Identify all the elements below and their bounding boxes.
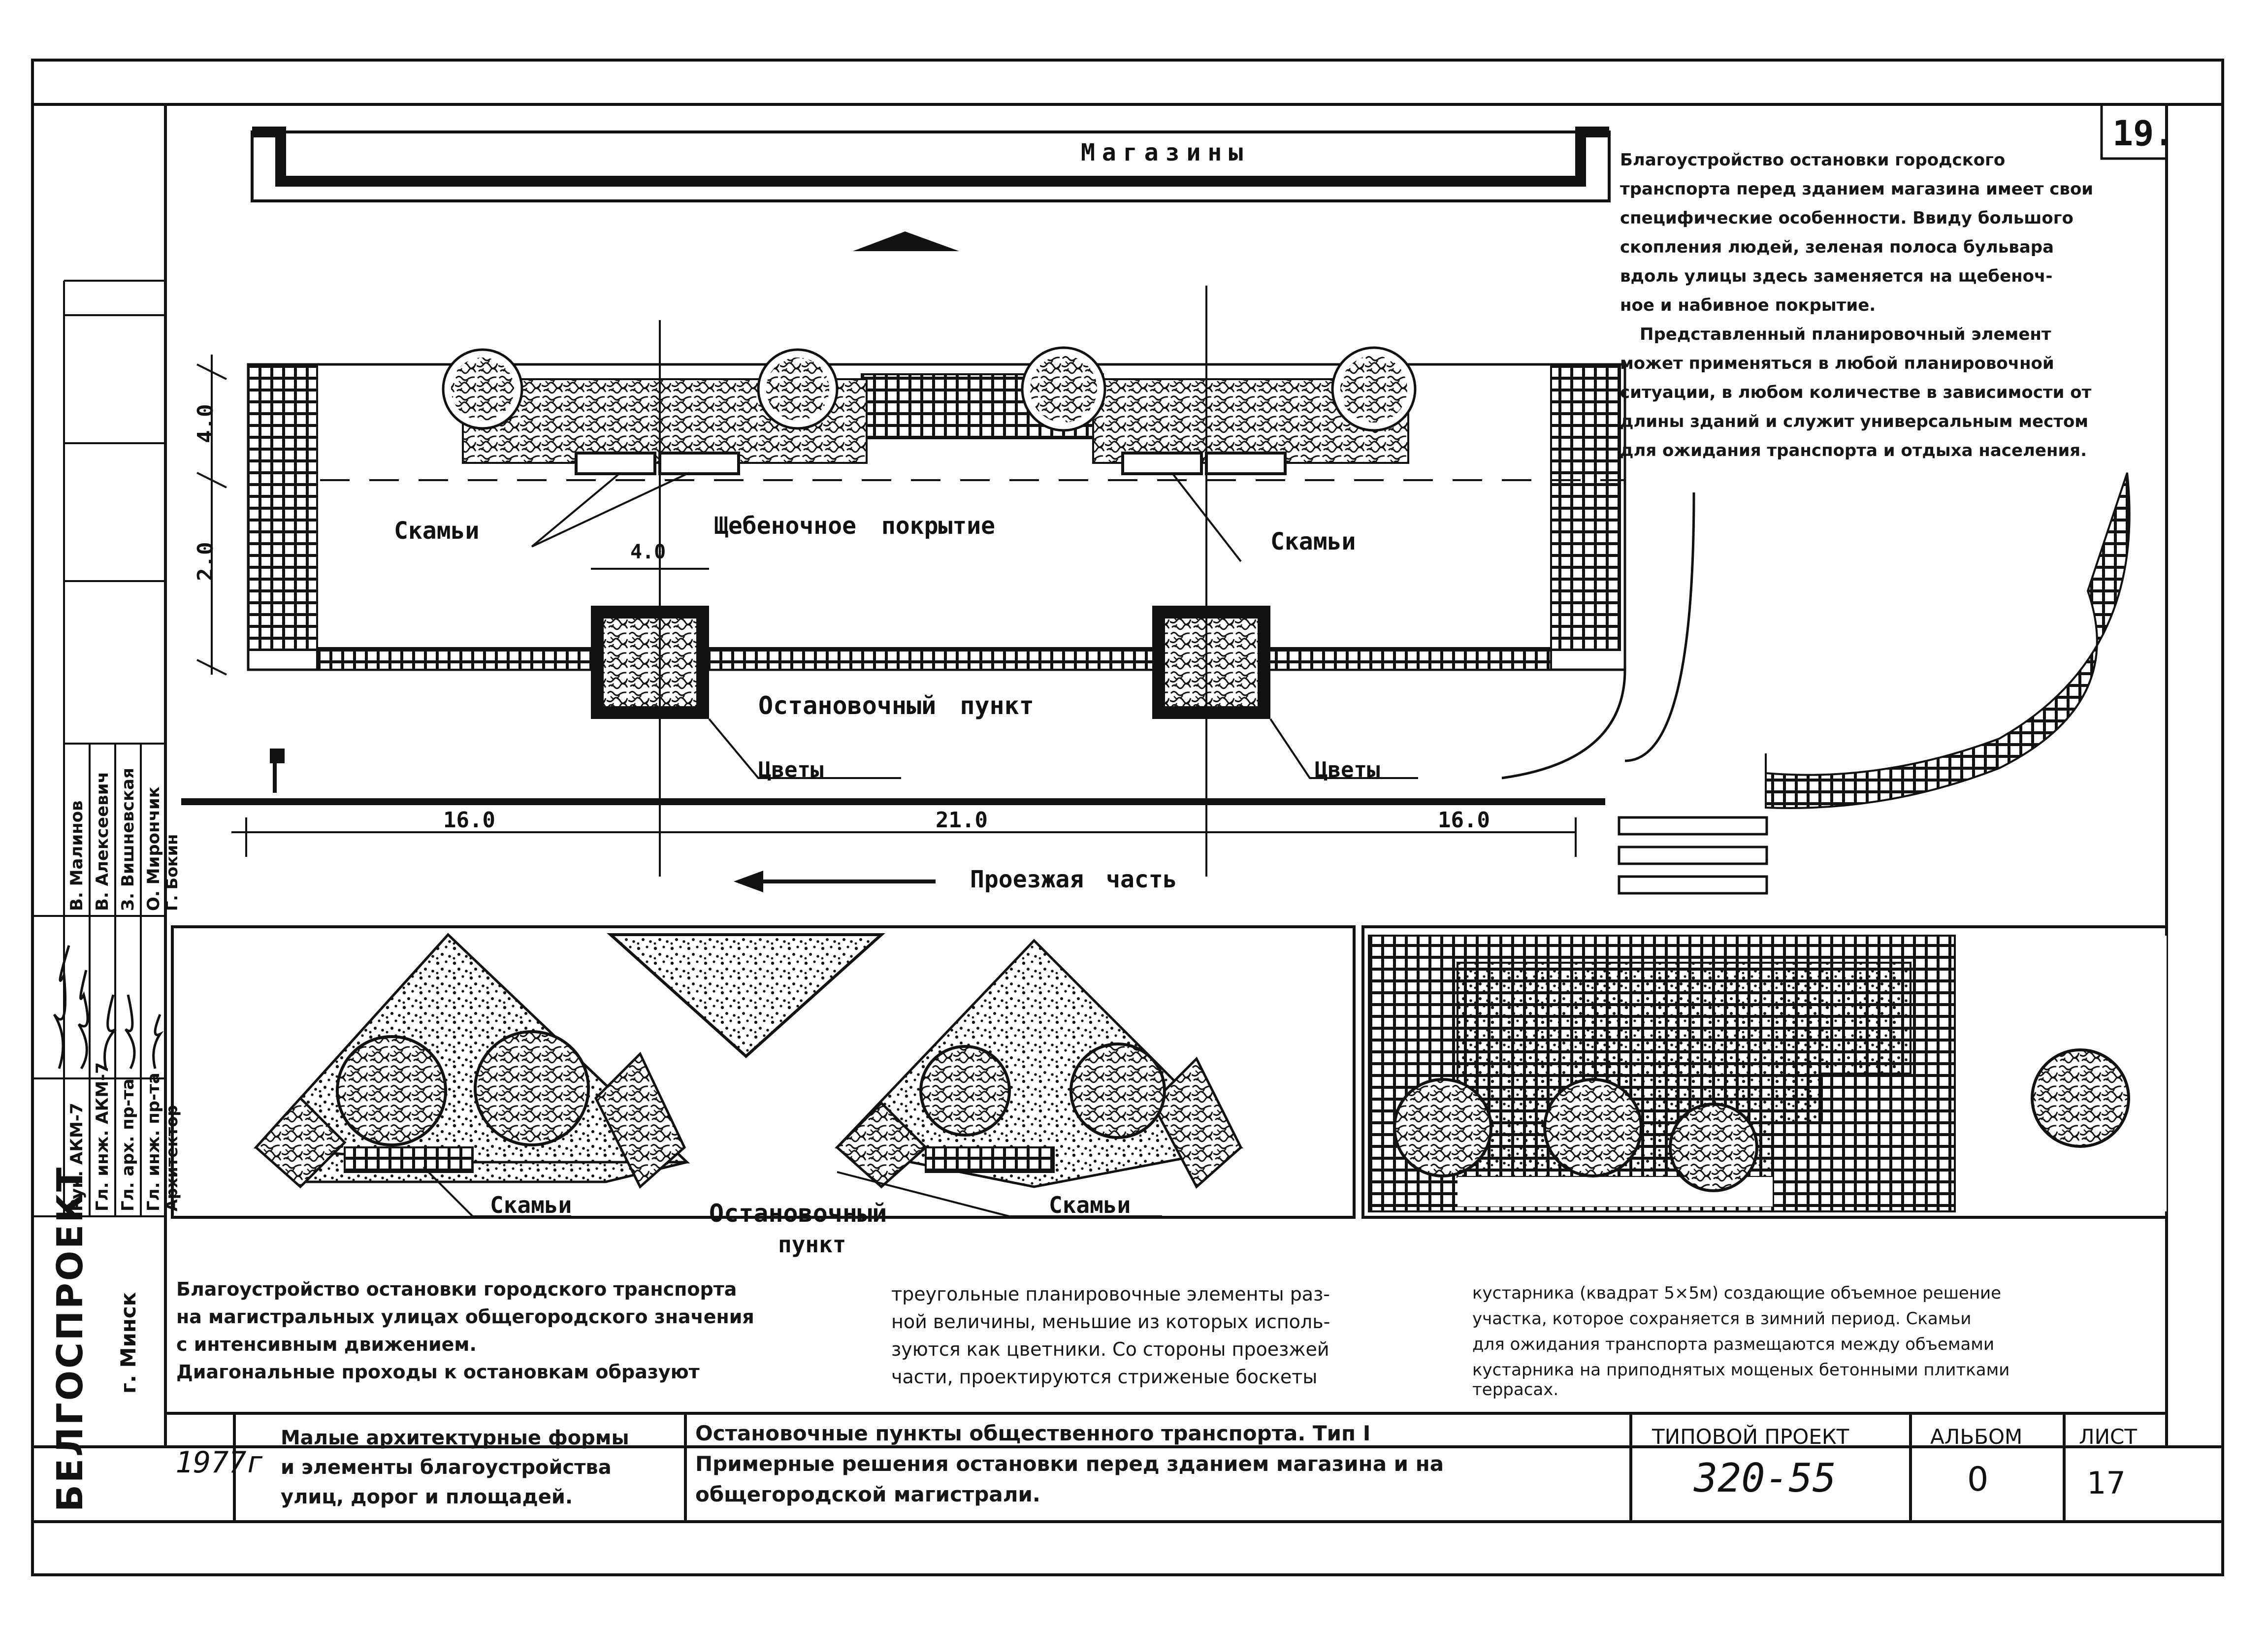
building-outline [251, 127, 1611, 251]
name-3: З. Вишневская [118, 768, 138, 911]
role-2: Гл. инж. АКМ-7 [93, 1062, 112, 1211]
sheet-value: 17 [2087, 1465, 2126, 1501]
sheet-label: ЛИСТ [2079, 1425, 2137, 1449]
dim-span-1: 16.0 [443, 808, 495, 833]
description-line: Благоустройство остановки городского [1620, 150, 2006, 170]
stop-label-bottom-1: Остановочный [709, 1199, 887, 1228]
description-right: Благоустройство остановки городского тра… [1620, 146, 2093, 465]
benches-label-bottom-right: Скамьи [1049, 1192, 1131, 1218]
name-1: В. Малинов [67, 800, 87, 911]
project-label: ТИПОВОЙ ПРОЕКТ [1652, 1425, 1849, 1449]
bottom-plan [171, 925, 2168, 1219]
album-value: 0 [1967, 1460, 1989, 1499]
description-line: Представленный планировочный элемент [1640, 325, 2051, 344]
dim-span-2: 21.0 [936, 808, 988, 833]
title-line: Примерные решения остановки перед здание… [695, 1452, 1444, 1476]
dim-module: 4.0 [630, 541, 666, 563]
dim-depth-1: 4.0 [193, 404, 218, 443]
role-1: Рук. АКМ-7 [67, 1103, 87, 1211]
bottom-text-line: Диагональные проходы к остановкам образу… [176, 1361, 700, 1383]
bottom-text-col1: Благоустройство остановки городского тра… [176, 1275, 754, 1386]
bottom-text-line: ной величины, меньшие из которых исполь- [891, 1311, 1330, 1333]
name-5: Г. Бокин [162, 834, 181, 911]
sheet-number-box [2100, 103, 2168, 160]
bottom-text-col2: треугольные планировочные элементы раз- … [891, 1280, 1330, 1391]
description-line: вдоль улицы здесь заменяется на щебеноч- [1620, 266, 2053, 286]
roadway-label: Проезжая часть [970, 866, 1177, 893]
top-plan [181, 286, 2131, 895]
bottom-text-line: кустарника на приподнятых мощеных бетонн… [1472, 1360, 2010, 1380]
description-line: для ожидания транспорта и отдыха населен… [1620, 441, 2087, 460]
description-line: может применяться в любой планировочной [1620, 354, 2054, 373]
dim-span-3: 16.0 [1438, 808, 1490, 833]
name-2: В. Алексеевич [93, 772, 112, 911]
bottom-text-line: для ожидания транспорта размещаются межд… [1472, 1335, 1995, 1354]
description-line: ситуации, в любом количестве в зависимос… [1620, 383, 2092, 402]
description-line: специфические особенности. Ввиду большог… [1620, 208, 2074, 228]
description-line: транспорта перед зданием магазина имеет … [1620, 179, 2094, 199]
stop-label-bottom-2: пункт [778, 1231, 846, 1258]
sheet-number: 19. [2112, 113, 2175, 154]
series-line: улиц, дорог и площадей. [281, 1486, 573, 1508]
description-line: скопления людей, зеленая полоса бульвара [1620, 237, 2054, 257]
building-label: Магазины [1081, 139, 1250, 166]
benches-label-right: Скамьи [1270, 528, 1356, 555]
bottom-text-line: участка, которое сохраняется в зимний пе… [1472, 1309, 1972, 1329]
stop-label: Остановочный пункт [758, 691, 1034, 720]
bottom-text-col3: кустарника (квадрат 5×5м) создающие объе… [1472, 1280, 2010, 1400]
title-series: Малые архитектурные формы и элементы бла… [281, 1423, 629, 1512]
bottom-text-line: террасах. [1472, 1380, 1559, 1400]
series-line: Малые архитектурные формы [281, 1427, 629, 1449]
title-line: общегородской магистрали. [695, 1482, 1040, 1506]
title-year: 1977г [175, 1445, 264, 1480]
benches-label-left: Скамьи [394, 517, 480, 545]
flowers-label-left: Цветы [758, 757, 824, 782]
surface-label: Щебеночное покрытие [714, 512, 996, 540]
role-5: Архитектор [162, 1105, 181, 1211]
left-stamp [32, 280, 165, 1217]
project-value: 320-55 [1694, 1455, 1836, 1501]
bottom-text-line: на магистральных улицах общегородского з… [176, 1306, 754, 1328]
description-line: ное и набивное покрытие. [1620, 295, 1876, 315]
bottom-text-line: кустарника (квадрат 5×5м) создающие объе… [1472, 1283, 2002, 1303]
role-3: Гл. арх. пр-та [118, 1078, 138, 1211]
bottom-text-line: треугольные планировочные элементы раз- [891, 1283, 1330, 1305]
dim-depth-2: 2.0 [193, 542, 218, 581]
org-city: г. Минск [116, 1292, 140, 1394]
sheet-frame [31, 59, 2224, 1576]
bottom-text-line: Благоустройство остановки городского тра… [176, 1278, 737, 1300]
title-block-lines [32, 1412, 2223, 1523]
benches-label-bottom-left: Скамьи [490, 1192, 572, 1218]
bottom-text-line: зуются как цветники. Со стороны проезжей [891, 1338, 1329, 1360]
album-label: АЛЬБОМ [1930, 1425, 2023, 1449]
series-line: и элементы благоустройства [281, 1456, 612, 1479]
bottom-text-line: части, проектируются стриженые боскеты [891, 1366, 1318, 1388]
title-main: Остановочные пункты общественного трансп… [695, 1418, 1444, 1510]
role-4: Гл. инж. пр-та [144, 1073, 163, 1211]
flowers-label-right: Цветы [1315, 757, 1380, 782]
bottom-text-line: с интенсивным движением. [176, 1334, 477, 1355]
description-line: длины зданий и служит универсальным мест… [1620, 412, 2089, 431]
name-4: О. Мирончик [144, 786, 163, 911]
org-name: БЕЛГОСПРОЕКТ [49, 1165, 91, 1512]
title-line: Остановочные пункты общественного трансп… [695, 1421, 1371, 1445]
